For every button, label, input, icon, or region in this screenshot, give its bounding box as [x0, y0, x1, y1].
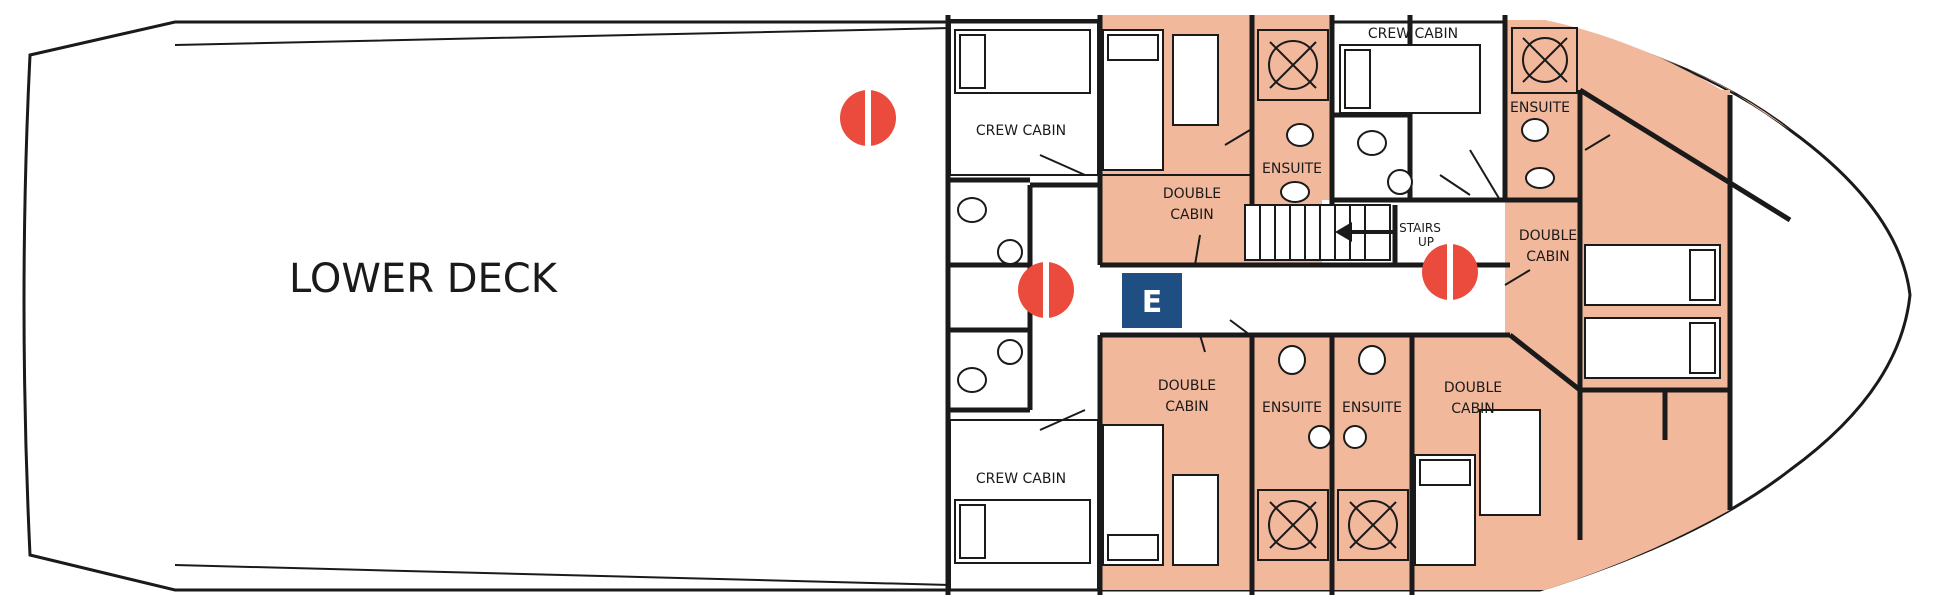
stairs-label: STAIRS — [1399, 221, 1441, 235]
sink-icon — [997, 239, 1023, 265]
life-ring-icon — [1422, 244, 1478, 300]
exit-label: E — [1142, 285, 1163, 320]
toilets — [957, 118, 1555, 449]
double-cabin-label: CABIN — [1165, 399, 1209, 415]
exit-sign-icon: E — [1122, 273, 1182, 328]
life-ring-icon — [1018, 262, 1074, 318]
toilet-icon — [1357, 130, 1387, 156]
bed-icon — [954, 499, 1091, 564]
crew-cabin-label: CREW CABIN — [976, 123, 1066, 139]
shower-icon — [1257, 489, 1329, 561]
shower-icon — [1257, 29, 1329, 101]
sink-icon — [1525, 167, 1555, 189]
sink-icon — [1308, 425, 1332, 449]
sink-icon — [1387, 169, 1413, 195]
life-ring-icon — [840, 90, 896, 146]
shower-icon — [1511, 27, 1578, 94]
toilet-icon — [1278, 345, 1306, 375]
stairs-arrow-icon — [1335, 222, 1395, 242]
bed-icon — [1102, 424, 1164, 566]
double-cabin-label: DOUBLE — [1158, 378, 1216, 394]
doors — [1039, 129, 1611, 431]
bed-icon — [1584, 317, 1721, 379]
bed-icon — [1172, 474, 1219, 566]
hull-inner-line — [174, 27, 951, 586]
double-cabin-label: CABIN — [1451, 401, 1495, 417]
bed-icon — [954, 29, 1091, 94]
ensuite-label: ENSUITE — [1262, 400, 1322, 416]
crew-cabin-label: CREW CABIN — [1368, 26, 1458, 42]
crew-cabin-label: CREW CABIN — [976, 471, 1066, 487]
sink-icon — [1343, 425, 1367, 449]
double-cabin-label: CABIN — [1170, 207, 1214, 223]
stairs-label: UP — [1418, 235, 1434, 249]
bed-icon — [1479, 409, 1541, 516]
bed-icon — [1414, 454, 1476, 566]
ensuite-label: ENSUITE — [1510, 100, 1570, 116]
toilet-icon — [957, 367, 987, 393]
sink-icon — [1280, 181, 1310, 203]
bed-icon — [1584, 244, 1721, 306]
toilet-icon — [1358, 345, 1386, 375]
deck-title: LOWER DECK — [289, 256, 559, 302]
bed-icon — [1102, 29, 1164, 171]
toilet-icon — [1521, 118, 1549, 142]
double-cabin-label: DOUBLE — [1163, 186, 1221, 202]
beds — [954, 29, 1721, 566]
ensuite-label: ENSUITE — [1342, 400, 1402, 416]
sink-icon — [997, 339, 1023, 365]
toilet-icon — [1286, 123, 1314, 147]
ensuite-label: ENSUITE — [1262, 161, 1322, 177]
double-cabin-label: DOUBLE — [1519, 228, 1577, 244]
showers — [1257, 27, 1578, 561]
toilet-icon — [957, 197, 987, 223]
shower-icon — [1337, 489, 1409, 561]
bed-icon — [1172, 34, 1219, 126]
double-cabin-label: DOUBLE — [1444, 380, 1502, 396]
bed-icon — [1339, 44, 1481, 114]
thin-walls — [949, 19, 1333, 591]
double-cabin-label: CABIN — [1526, 249, 1570, 265]
